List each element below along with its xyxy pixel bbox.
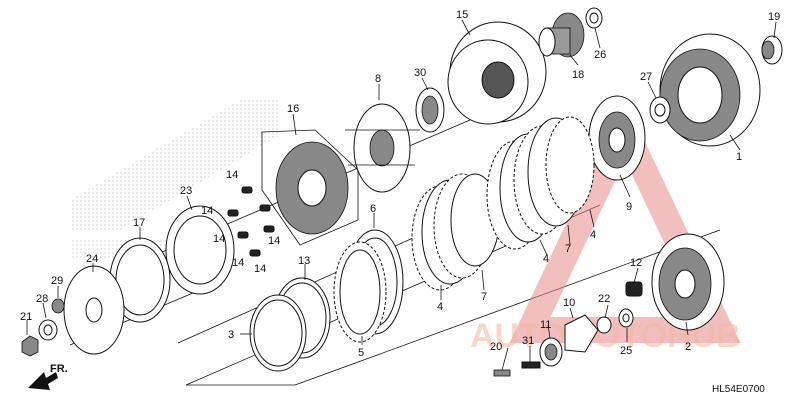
part-4-7-stack-b <box>486 116 595 250</box>
callout-16: 16 <box>287 103 299 115</box>
callout-18: 18 <box>572 69 584 81</box>
front-arrow-label: FR. <box>50 363 68 375</box>
callout-17: 17 <box>133 217 145 229</box>
callout-labels: 1 2 3 4 4 4 5 6 7 7 8 9 10 11 12 13 14 1… <box>20 9 780 359</box>
part-20-bolt <box>493 369 511 377</box>
part-2-clutch-center <box>651 233 725 331</box>
part-11-bearing <box>539 337 563 367</box>
callout-1: 1 <box>736 151 742 163</box>
callout-24: 24 <box>86 253 98 265</box>
callout-14: 14 <box>232 257 244 269</box>
part-8-drive-plate <box>345 103 420 193</box>
part-21-nut <box>21 335 39 357</box>
callout-8: 8 <box>375 73 381 85</box>
callout-23: 23 <box>180 185 192 197</box>
callout-12: 12 <box>630 257 642 269</box>
callout-5: 5 <box>358 347 364 359</box>
part-22-washer <box>596 316 612 334</box>
callout-26: 26 <box>594 49 606 61</box>
callout-9: 9 <box>626 201 632 213</box>
callout-10: 10 <box>563 297 575 309</box>
part-17-ring <box>109 237 171 323</box>
callout-11: 11 <box>540 319 551 331</box>
callout-7: 7 <box>481 291 487 303</box>
part-26-washer <box>585 7 603 29</box>
callout-3: 3 <box>228 329 234 341</box>
part-25-washer <box>618 308 634 328</box>
part-1-clutch-housing <box>659 33 761 147</box>
part-24-plate <box>63 265 125 355</box>
callout-14: 14 <box>268 235 280 247</box>
part-29-washer <box>51 298 65 314</box>
part-31-bolt <box>521 361 541 369</box>
part-3-ring <box>249 294 307 372</box>
callout-13: 13 <box>298 255 310 267</box>
callout-2: 2 <box>685 341 691 353</box>
part-14-rollers <box>227 186 275 257</box>
callout-30: 30 <box>414 67 426 79</box>
part-16-weight-assembly <box>261 129 359 246</box>
callout-4: 4 <box>437 301 443 313</box>
part-18-primary-gear <box>538 12 585 58</box>
part-23-plate <box>165 205 235 295</box>
callout-15: 15 <box>456 9 468 21</box>
callout-28: 28 <box>36 293 48 305</box>
callout-6: 6 <box>370 203 376 215</box>
callout-14: 14 <box>226 169 238 181</box>
callout-29: 29 <box>51 275 63 287</box>
front-arrow: FR. <box>28 363 68 390</box>
leader-lines <box>26 19 777 371</box>
part-12-spring <box>625 281 643 297</box>
part-27-washer <box>649 96 671 124</box>
part-4-7-stack-a <box>411 173 500 291</box>
part-30-bearing <box>415 87 445 133</box>
part-10-bracket <box>564 314 599 353</box>
callout-14: 14 <box>201 205 213 217</box>
part-5-plate <box>333 241 387 343</box>
callout-27: 27 <box>640 71 652 83</box>
part-15-clutch-outer <box>447 21 547 125</box>
part-9-pressure-plate <box>588 95 646 181</box>
callout-4: 4 <box>543 253 549 265</box>
callout-7: 7 <box>565 243 571 255</box>
part-28-washer <box>38 319 58 341</box>
callout-14: 14 <box>254 263 266 275</box>
callout-25: 25 <box>620 345 632 357</box>
callout-31: 31 <box>522 335 534 347</box>
callout-14: 14 <box>213 233 225 245</box>
callout-22: 22 <box>598 293 610 305</box>
part-19-bushing <box>761 35 783 65</box>
callout-21: 21 <box>20 311 32 323</box>
callout-20: 20 <box>490 341 502 353</box>
diagram-code: HL54E0700 <box>712 384 765 395</box>
callout-19: 19 <box>768 11 780 23</box>
callout-4: 4 <box>590 229 596 241</box>
